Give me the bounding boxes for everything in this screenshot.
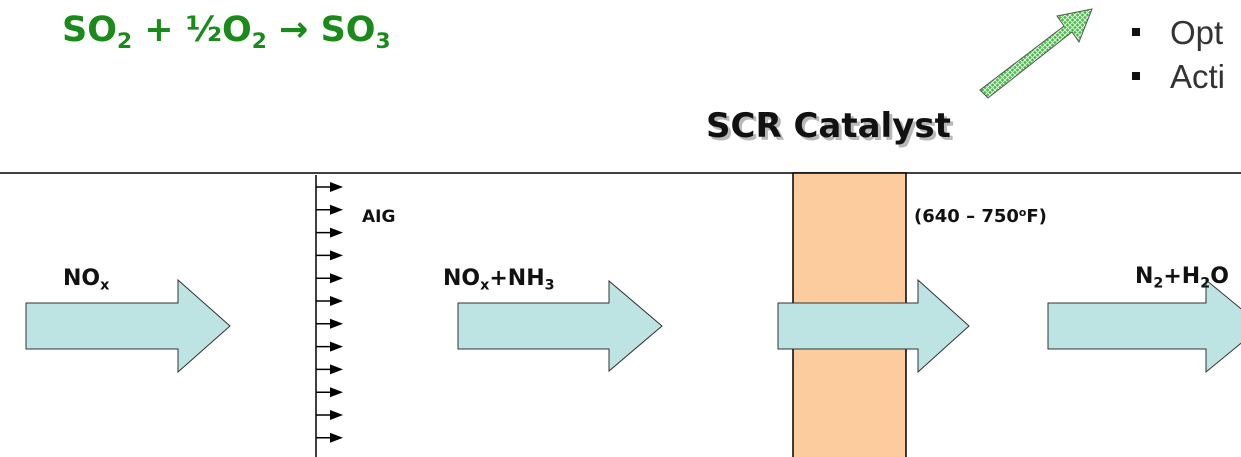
bullet-square-icon xyxy=(1132,72,1140,81)
aig-injection-jets xyxy=(316,182,343,443)
bullet-item: Opt xyxy=(1132,14,1223,52)
diagonal-hatched-arrow-icon xyxy=(979,8,1093,99)
flow-arrow-outlet-icon xyxy=(1047,278,1241,374)
small-arrowhead-icon xyxy=(330,182,343,192)
small-arrowhead-icon xyxy=(330,387,343,398)
aig-label: AIG xyxy=(362,207,396,227)
so2-oxidation-equation: SO2 + ½O2 → SO3 xyxy=(62,10,391,54)
small-arrowhead-icon xyxy=(330,341,343,352)
flow-arrow-mix-icon xyxy=(457,279,663,373)
bullet-square-icon xyxy=(1132,28,1140,37)
bullet-item: Acti xyxy=(1132,58,1225,96)
flow-arrow-nox-icon xyxy=(25,278,231,374)
inlet-nox-label: NOx xyxy=(63,266,110,294)
small-arrowhead-icon xyxy=(330,364,343,375)
nox-nh3-label: NOx+NH3 xyxy=(443,266,555,294)
small-arrowhead-icon xyxy=(330,250,343,261)
temperature-range-label: (640 – 750oF) xyxy=(914,206,1047,227)
small-arrowhead-icon xyxy=(330,410,343,420)
flow-arrow-catalyst-icon xyxy=(777,278,970,374)
small-arrowhead-icon xyxy=(330,296,343,306)
outlet-n2-h2o-label: N2+H2O xyxy=(1135,264,1229,292)
catalyst-title: SCR Catalyst xyxy=(706,106,951,146)
small-arrowhead-icon xyxy=(330,273,343,284)
small-arrowhead-icon xyxy=(330,227,343,238)
small-arrowhead-icon xyxy=(330,432,343,443)
small-arrowhead-icon xyxy=(330,318,343,329)
small-arrowhead-icon xyxy=(330,204,343,215)
